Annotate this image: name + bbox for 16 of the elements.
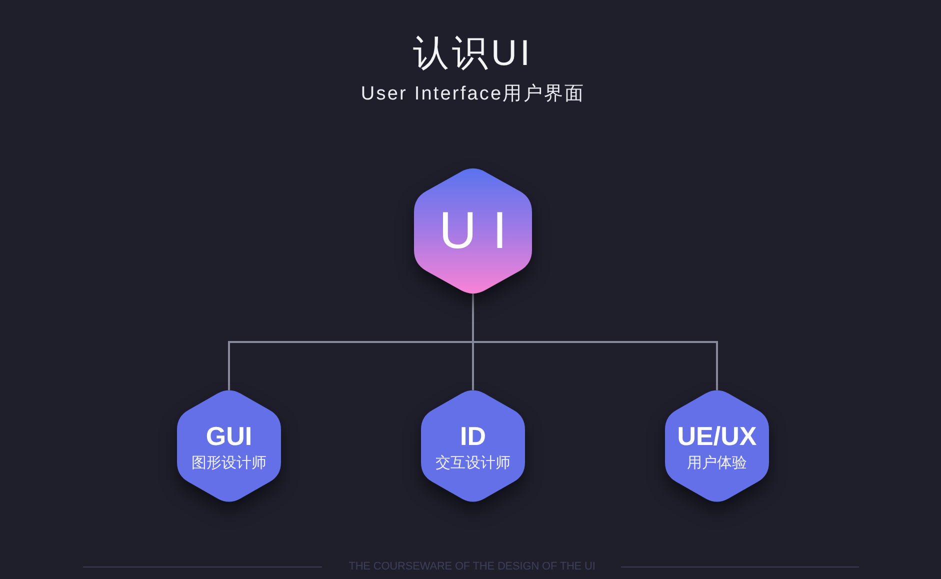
hexagon-node — [177, 387, 281, 505]
connector-line — [473, 341, 718, 390]
connector-line — [228, 341, 473, 390]
hexagon-node — [665, 387, 769, 505]
hexagon-node — [421, 387, 525, 505]
title: 认识UI — [413, 35, 533, 71]
node-title: GUI — [206, 422, 252, 449]
node-title: UI — [439, 205, 523, 257]
subtitle: User Interface用户界面 — [360, 84, 586, 104]
node-title: UE/UX — [677, 422, 757, 449]
node-title: ID — [460, 422, 486, 449]
node-subtitle: 交互设计师 — [436, 455, 510, 470]
node-subtitle: 图形设计师 — [192, 455, 266, 470]
connector-line — [472, 294, 474, 342]
connector-line — [472, 342, 474, 390]
node-subtitle: 用户体验 — [687, 455, 747, 470]
